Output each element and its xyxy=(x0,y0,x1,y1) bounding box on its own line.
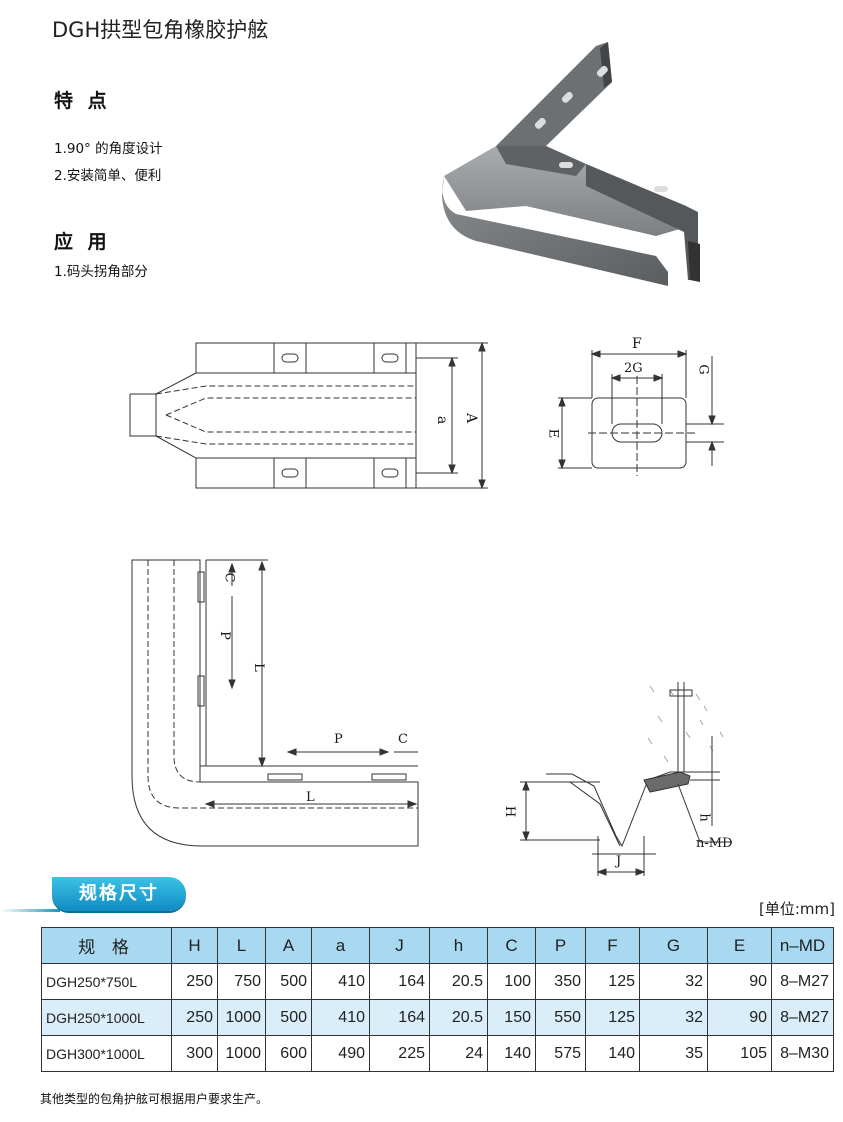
table-cell: 35 xyxy=(639,1035,708,1072)
table-cell: 250 xyxy=(171,963,218,1000)
table-row: DGH250*750L 250 750 500 410 164 20.5 100… xyxy=(41,963,834,1000)
table-cell: 90 xyxy=(707,999,772,1036)
table-cell: 350 xyxy=(535,963,586,1000)
spec-heading-accent xyxy=(0,887,170,915)
table-cell: 600 xyxy=(265,1035,312,1072)
dim-label-2G: 2G xyxy=(624,361,643,376)
col-header: n–MD xyxy=(771,927,834,964)
plan-view-drawing: C P L P C L xyxy=(128,556,428,860)
table-cell: DGH250*750L xyxy=(41,963,172,1000)
dim-label-P-vertical: P xyxy=(216,631,232,640)
table-cell: 300 xyxy=(171,1035,218,1072)
table-cell: 750 xyxy=(217,963,266,1000)
table-cell: 105 xyxy=(707,1035,772,1072)
table-cell: DGH300*1000L xyxy=(41,1035,172,1072)
dim-label-h: h xyxy=(696,813,712,822)
table-cell: 20.5 xyxy=(429,963,488,1000)
footnote: 其他类型的包角护舷可根据用户要求生产。 xyxy=(40,1092,269,1106)
col-header: G xyxy=(639,927,708,964)
col-header: C xyxy=(487,927,536,964)
front-view-drawing: a A xyxy=(126,336,506,500)
table-cell: 490 xyxy=(311,1035,370,1072)
table-cell: 32 xyxy=(639,963,708,1000)
dim-label-C-vertical: C xyxy=(221,572,237,583)
dim-label-C-horizontal: C xyxy=(398,732,408,747)
dim-label-A: A xyxy=(463,412,480,424)
col-header: h xyxy=(429,927,488,964)
dim-label-n-MD: n-MD xyxy=(696,836,733,851)
table-cell: 575 xyxy=(535,1035,586,1072)
table-row: DGH250*1000L 250 1000 500 410 164 20.5 1… xyxy=(41,999,834,1036)
dim-label-L-vertical: L xyxy=(250,663,266,672)
table-cell: 164 xyxy=(369,999,430,1036)
dim-label-P-horizontal: P xyxy=(334,732,343,747)
dim-label-a: a xyxy=(434,415,451,425)
table-cell: 164 xyxy=(369,963,430,1000)
table-cell: 250 xyxy=(171,999,218,1036)
application-item-1: 1.码头拐角部分 xyxy=(54,264,148,280)
table-cell: 8–M27 xyxy=(771,999,834,1036)
dim-label-J: J xyxy=(616,854,622,869)
table-cell: 100 xyxy=(487,963,536,1000)
product-image xyxy=(436,36,704,288)
table-cell: 140 xyxy=(585,1035,640,1072)
table-cell: 8–M30 xyxy=(771,1035,834,1072)
dim-label-H: H xyxy=(502,805,518,818)
col-header: P xyxy=(535,927,586,964)
col-header: 规 格 xyxy=(41,927,172,964)
table-cell: 24 xyxy=(429,1035,488,1072)
dim-label-F: F xyxy=(632,336,642,352)
feature-item-2: 2.安装简单、便利 xyxy=(54,168,162,184)
unit-label: [单位:mm] xyxy=(759,900,835,918)
spec-heading: 规格尺寸 xyxy=(52,877,186,911)
table-cell: 125 xyxy=(585,963,640,1000)
col-header: E xyxy=(707,927,772,964)
col-header: A xyxy=(265,927,312,964)
dim-label-E: E xyxy=(545,428,561,439)
table-cell: 20.5 xyxy=(429,999,488,1036)
table-cell: 140 xyxy=(487,1035,536,1072)
table-cell: 410 xyxy=(311,999,370,1036)
dim-label-G: G xyxy=(695,364,711,375)
col-header: J xyxy=(369,927,430,964)
dim-label-L-horizontal: L xyxy=(306,790,315,805)
table-cell: 150 xyxy=(487,999,536,1036)
bolt-plate-drawing: F 2G G E xyxy=(545,336,728,490)
col-header: a xyxy=(311,927,370,964)
table-cell: 90 xyxy=(707,963,772,1000)
table-cell: DGH250*1000L xyxy=(41,999,172,1036)
application-heading: 应 用 xyxy=(54,231,111,253)
table-cell: 225 xyxy=(369,1035,430,1072)
table-cell: 8–M27 xyxy=(771,963,834,1000)
table-cell: 550 xyxy=(535,999,586,1036)
col-header: H xyxy=(171,927,218,964)
table-cell: 32 xyxy=(639,999,708,1036)
features-heading: 特 点 xyxy=(54,90,111,112)
table-header-row: 规 格 H L A a J h C P F G E n–MD xyxy=(41,927,834,964)
table-cell: 125 xyxy=(585,999,640,1036)
table-cell: 410 xyxy=(311,963,370,1000)
feature-item-1: 1.90° 的角度设计 xyxy=(54,141,163,157)
table-cell: 500 xyxy=(265,999,312,1036)
section-drawing: H h J n-MD xyxy=(500,676,740,880)
table-cell: 1000 xyxy=(217,1035,266,1072)
col-header: F xyxy=(585,927,640,964)
col-header: L xyxy=(217,927,266,964)
page-title: DGH拱型包角橡胶护舷 xyxy=(52,18,269,42)
table-row: DGH300*1000L 300 1000 600 490 225 24 140… xyxy=(41,1035,834,1072)
spec-table: 规 格 H L A a J h C P F G E n–MD DGH250*75… xyxy=(41,927,834,1072)
table-cell: 1000 xyxy=(217,999,266,1036)
table-cell: 500 xyxy=(265,963,312,1000)
